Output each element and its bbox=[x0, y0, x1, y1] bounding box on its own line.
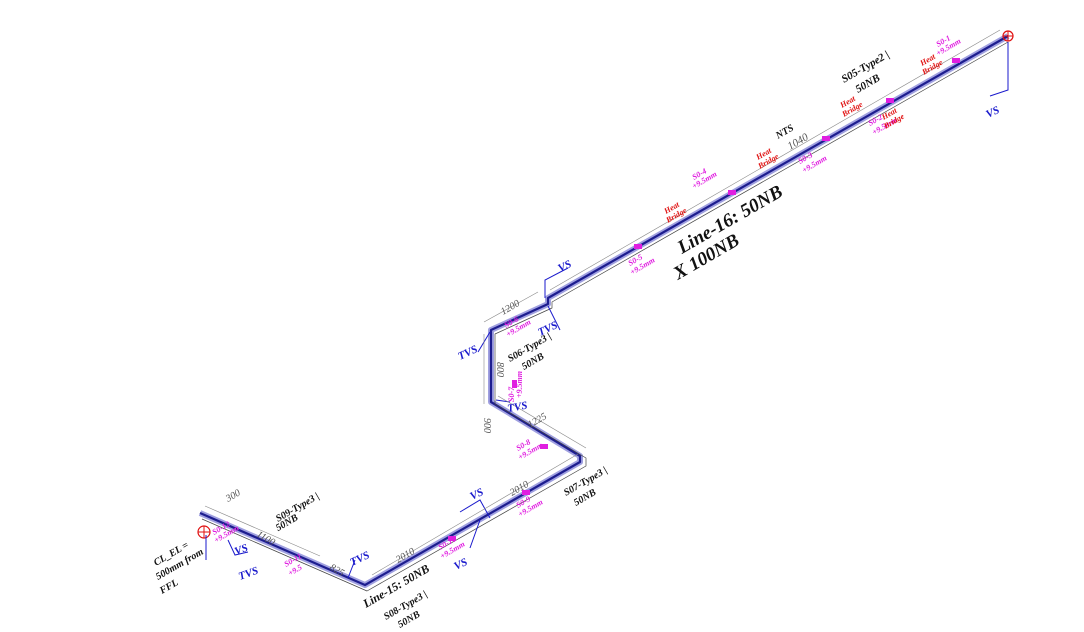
spacer-mark bbox=[448, 536, 456, 541]
end-marker-left bbox=[197, 525, 211, 539]
tvs-lower: TVS bbox=[506, 400, 528, 415]
spacer-mark bbox=[952, 58, 960, 63]
pipe-route bbox=[198, 33, 1010, 592]
spacer-mark bbox=[540, 444, 548, 449]
spacer-mark bbox=[822, 136, 830, 141]
end-marker-right bbox=[1002, 30, 1014, 42]
spacer-s07: S0-7 bbox=[507, 386, 516, 402]
vs-top-right: VS bbox=[984, 104, 1001, 121]
vs-bottom-left: VS bbox=[233, 542, 250, 558]
tvs-bottom: TVS bbox=[348, 549, 371, 568]
pipe-edge bbox=[201, 41, 1009, 592]
dimension-lines bbox=[204, 29, 1001, 576]
tvs-left: TVS bbox=[456, 343, 479, 362]
spacer-mark bbox=[886, 98, 894, 103]
pipe-core bbox=[199, 35, 1009, 587]
support-lines bbox=[205, 42, 1009, 579]
dim-300: 300 bbox=[223, 488, 242, 506]
spacer-mark bbox=[728, 190, 736, 195]
spacer-mark bbox=[634, 244, 642, 249]
vs-mid: VS bbox=[556, 258, 573, 275]
dim-900: 900 bbox=[481, 418, 492, 433]
spacer-mark bbox=[512, 380, 517, 388]
spacer-s07-offset: +9.5mm bbox=[515, 371, 524, 398]
support-codes: VS VS TVS TVS TVS VS VS TVS VS TVS bbox=[233, 104, 1002, 583]
vs-lower-mid: VS bbox=[468, 486, 485, 503]
vs-lower-mid-2: VS bbox=[452, 556, 469, 573]
dim-800: 800 bbox=[494, 362, 505, 377]
tvs-bottom-left: TVS bbox=[237, 565, 260, 583]
spacer-mark bbox=[522, 490, 530, 495]
